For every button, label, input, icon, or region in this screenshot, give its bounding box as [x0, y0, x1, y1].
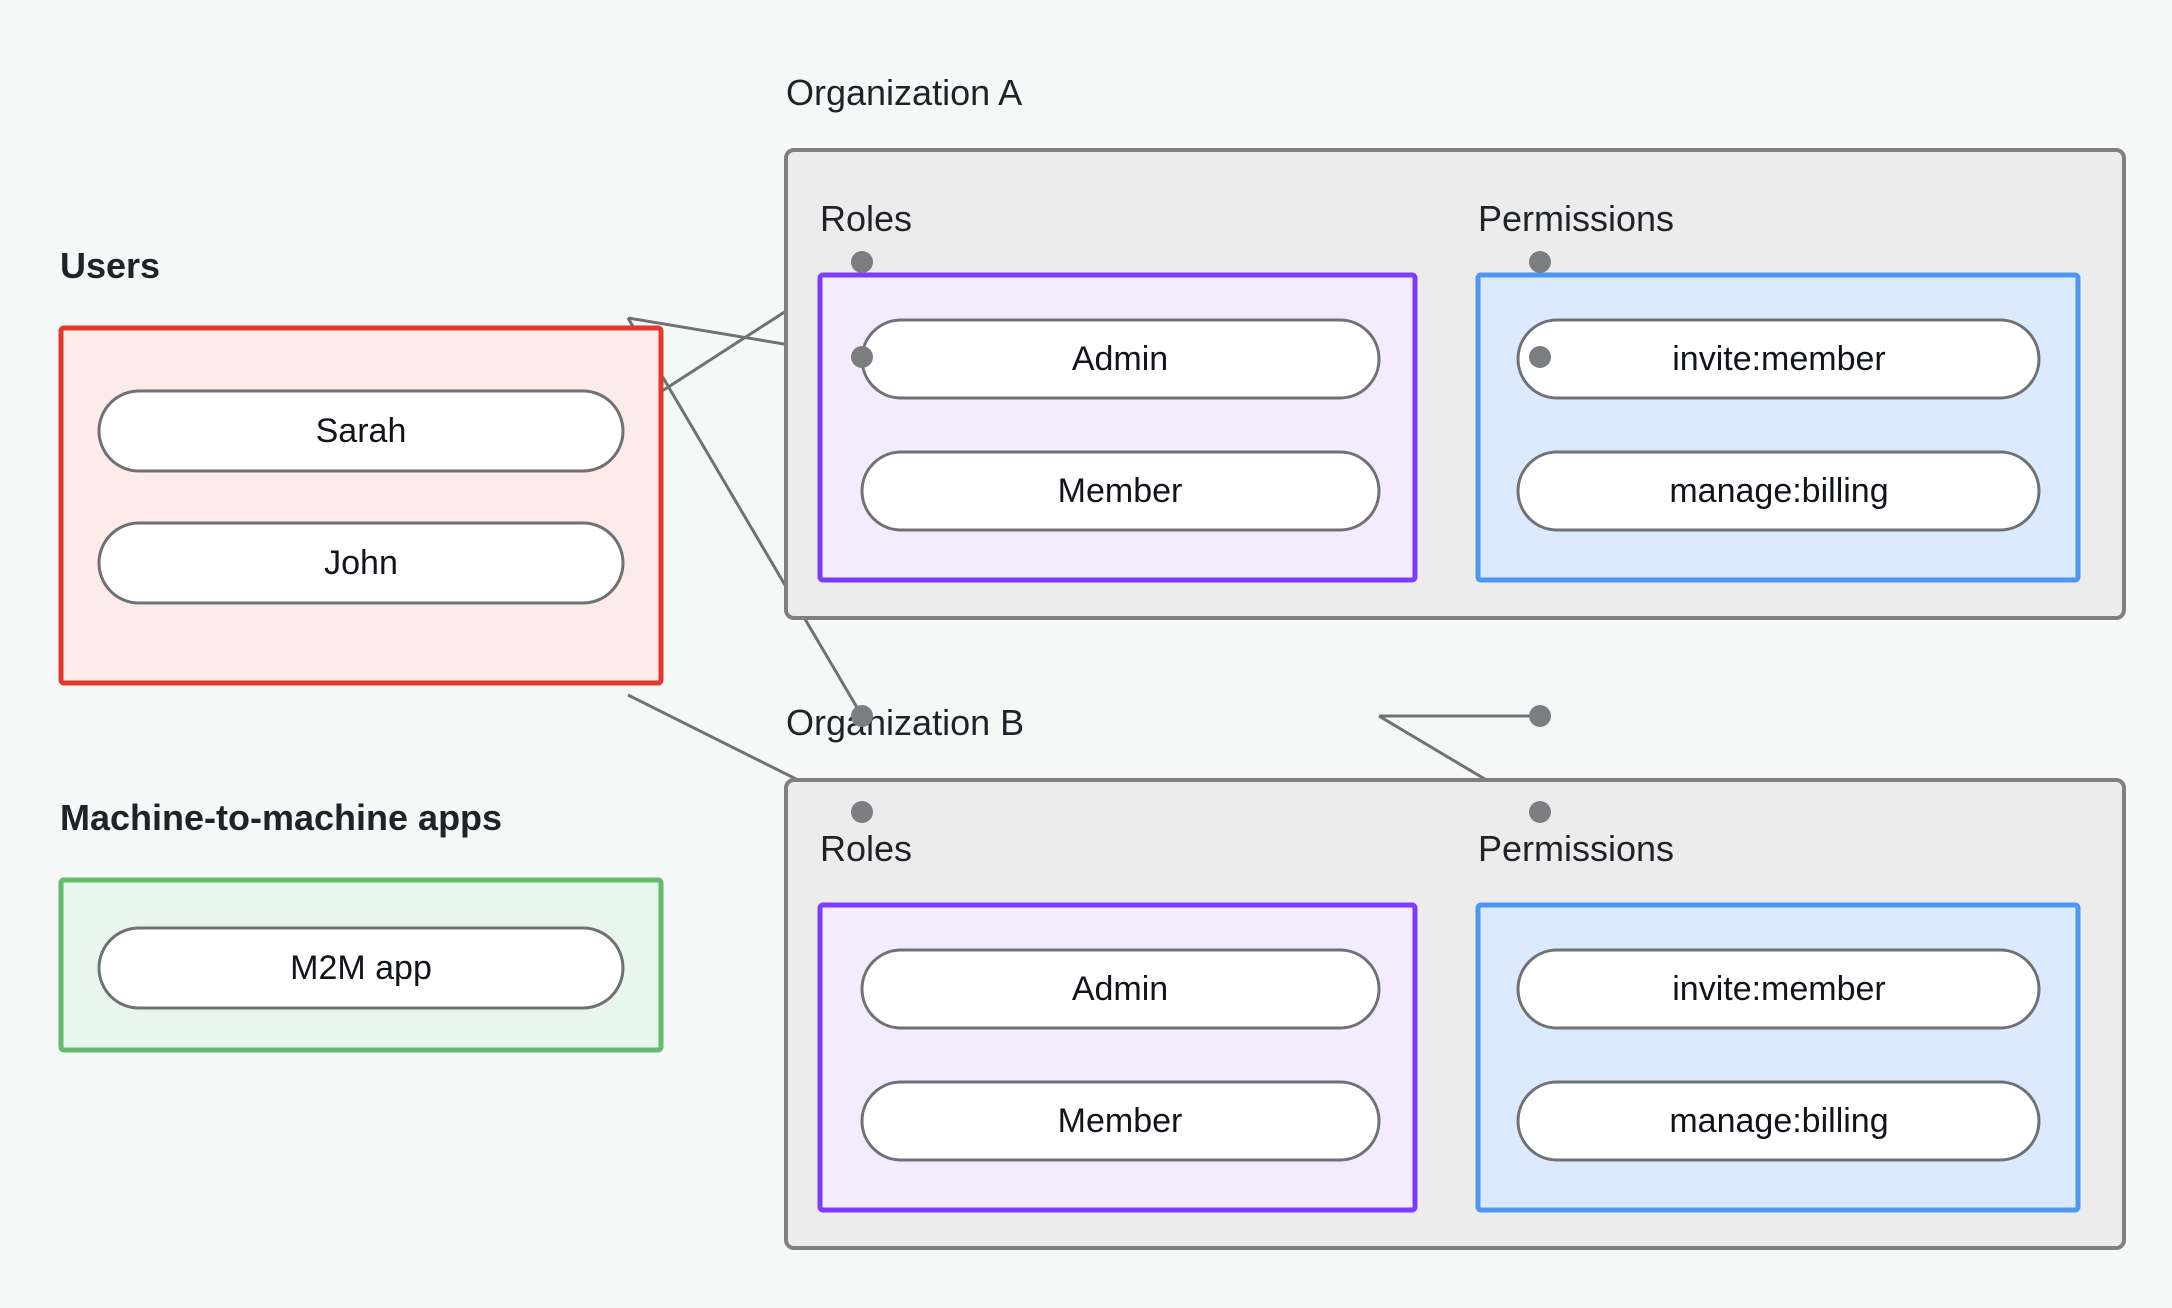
node-org-a-invite-member-shape: [1516, 318, 2041, 400]
node-org-b-member[interactable]: Member: [860, 1080, 1381, 1162]
organization-b-permissions-title: Permissions: [1478, 828, 1674, 869]
organization-a-roles-title: Roles: [820, 198, 912, 239]
edge-dot-org-b-member-in: [851, 801, 873, 823]
node-org-b-manage-billing[interactable]: manage:billing: [1516, 1080, 2041, 1162]
organization-a-permissions-title: Permissions: [1478, 198, 1674, 239]
node-m2m-app[interactable]: M2M app: [97, 926, 625, 1010]
node-org-b-manage-billing-label: manage:billing: [1669, 1102, 1888, 1140]
node-org-a-admin[interactable]: Admin: [860, 318, 1381, 400]
organization-b: Organization B Roles Admin Member Permis…: [784, 702, 2126, 1250]
m2m-group: Machine-to-machine apps M2M app: [58, 797, 664, 1053]
edge-dot-org-b-invite-member-in: [1529, 705, 1551, 727]
node-org-a-member[interactable]: Member: [860, 450, 1381, 532]
node-org-a-manage-billing-label: manage:billing: [1669, 472, 1888, 510]
node-org-b-member-shape: [860, 1080, 1381, 1162]
node-sarah-shape: [97, 389, 625, 473]
users-group-title: Users: [60, 245, 160, 286]
node-org-a-member-shape: [860, 450, 1381, 532]
edge-dot-org-a-member-in: [851, 346, 873, 368]
edge-dot-org-a-invite-member-in: [1529, 251, 1551, 273]
edge-dot-org-a-manage-billing-in: [1529, 346, 1551, 368]
users-container: [58, 325, 664, 686]
organization-b-roles-title: Roles: [820, 828, 912, 869]
node-org-b-invite-member-label: invite:member: [1672, 970, 1886, 1008]
node-org-b-manage-billing-shape: [1516, 1080, 2041, 1162]
node-org-b-invite-member[interactable]: invite:member: [1516, 948, 2041, 1030]
node-org-b-member-label: Member: [1058, 1102, 1183, 1140]
node-john-label: John: [324, 544, 398, 582]
organization-b-title: Organization B: [786, 702, 1024, 743]
node-m2m-app-label: M2M app: [290, 949, 432, 987]
edge-dot-org-b-manage-billing-in: [1529, 801, 1551, 823]
organization-a-title: Organization A: [786, 72, 1022, 113]
m2m-group-title: Machine-to-machine apps: [60, 797, 502, 838]
node-org-b-admin-label: Admin: [1072, 970, 1168, 1008]
users-group: Users Sarah John: [58, 245, 664, 686]
node-org-a-invite-member-label: invite:member: [1672, 340, 1886, 378]
node-sarah[interactable]: Sarah: [97, 389, 625, 473]
node-john[interactable]: John: [97, 521, 625, 605]
organization-a: Organization A Roles Admin Member Permis…: [784, 72, 2126, 620]
edge-dot-org-b-admin-in: [851, 705, 873, 727]
node-org-b-admin[interactable]: Admin: [860, 948, 1381, 1030]
node-org-a-invite-member[interactable]: invite:member: [1516, 318, 2041, 400]
node-m2m-app-shape: [97, 926, 625, 1010]
node-org-a-manage-billing-shape: [1516, 450, 2041, 532]
node-org-b-invite-member-shape: [1516, 948, 2041, 1030]
edge-dot-org-a-admin-in: [851, 251, 873, 273]
node-org-a-member-label: Member: [1058, 472, 1183, 510]
node-sarah-label: Sarah: [316, 412, 407, 450]
edge-sarah-to-org-b-admin: [626, 317, 864, 717]
node-org-a-admin-label: Admin: [1072, 340, 1168, 378]
node-org-b-admin-shape: [860, 948, 1381, 1030]
node-org-a-manage-billing[interactable]: manage:billing: [1516, 450, 2041, 532]
edge-endpoint-layer: [851, 251, 1551, 823]
node-john-shape: [97, 521, 625, 605]
